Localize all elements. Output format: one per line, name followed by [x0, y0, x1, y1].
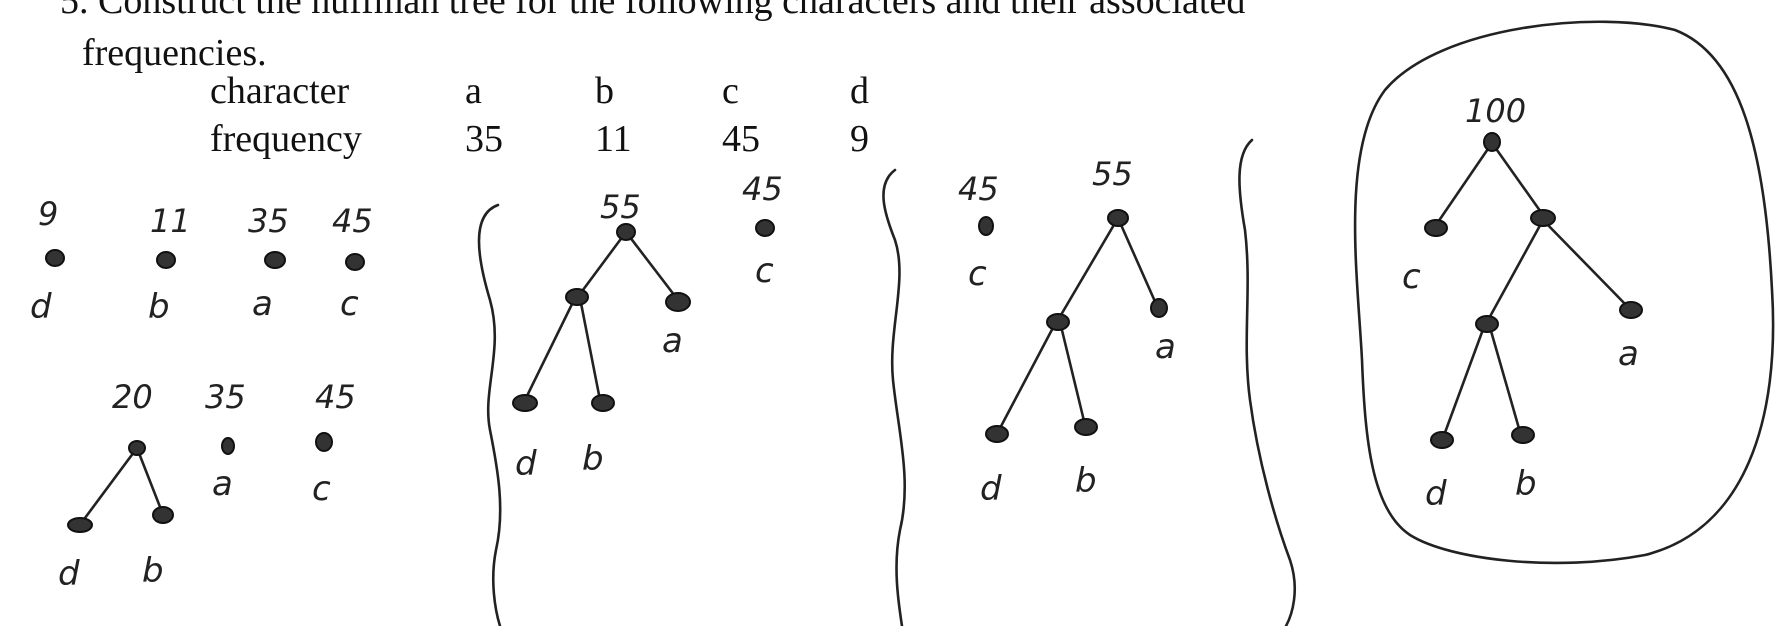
leaf-node — [156, 251, 176, 269]
character-label: c — [312, 469, 331, 509]
tree-edge — [1487, 322, 1522, 434]
leaf-node — [1430, 431, 1454, 449]
leaf-node — [315, 432, 333, 452]
row-label-frequency: frequency — [210, 118, 362, 160]
tree-edge — [1434, 141, 1494, 227]
character-cell: d — [850, 70, 869, 112]
leaf-node — [985, 425, 1009, 443]
divider-line — [1238, 138, 1297, 626]
leaf-node — [591, 394, 615, 412]
frequency-label: 9 — [38, 195, 58, 233]
leaf-node — [345, 253, 365, 271]
tree-edge — [1116, 216, 1159, 308]
frequency-label: 35 — [205, 378, 246, 416]
leaf-node — [665, 292, 691, 312]
root-node — [1483, 132, 1501, 152]
frequency-label: 35 — [248, 202, 289, 240]
character-label: a — [252, 284, 273, 324]
leaf-node — [264, 251, 286, 269]
frequency-label: 45 — [958, 170, 999, 208]
character-cell: c — [722, 70, 739, 112]
character-label: d — [980, 469, 1002, 509]
question-line-2: frequencies. — [82, 32, 267, 74]
leaf-node — [978, 216, 994, 236]
character-label: d — [30, 287, 52, 327]
internal-node — [1046, 313, 1070, 331]
step-initial-nodes: 9 11 35 45 d b a c — [30, 195, 373, 327]
leaf-node — [1424, 219, 1448, 237]
character-label: b — [142, 551, 164, 591]
internal-node — [565, 288, 589, 306]
character-label: a — [662, 321, 683, 361]
internal-node — [1530, 209, 1556, 227]
leaf-node — [1511, 426, 1535, 444]
frequency-label: 20 — [112, 378, 153, 416]
leaf-node — [1619, 301, 1643, 319]
tree-edge — [1441, 322, 1487, 440]
character-label: b — [1515, 464, 1537, 504]
leaf-node — [1150, 298, 1168, 318]
character-label: c — [968, 254, 987, 294]
leaf-node — [221, 437, 235, 455]
character-label: a — [212, 464, 233, 504]
character-label: d — [58, 554, 80, 594]
character-label: a — [1618, 334, 1639, 374]
character-label: d — [1425, 474, 1447, 514]
character-label: b — [1075, 461, 1097, 501]
internal-node — [128, 440, 146, 456]
leaf-node — [152, 506, 174, 524]
leaf-node — [1074, 418, 1098, 436]
frequency-label: 45 — [742, 170, 783, 208]
row-label-character: character — [210, 70, 350, 112]
circle-outline — [1353, 20, 1775, 565]
character-label: b — [582, 439, 604, 479]
frequency-cell: 45 — [722, 118, 760, 160]
frequency-cell: 11 — [595, 118, 632, 160]
frequency-label: 55 — [1092, 155, 1133, 193]
leaf-node — [45, 249, 65, 267]
frequency-label: 55 — [600, 188, 641, 226]
frequency-label: 45 — [332, 202, 373, 240]
tree-edge — [996, 320, 1058, 434]
step-merge-20-a: 55 45 a c d b — [512, 170, 783, 484]
question-line-1: 5. Construct the huffman tree for the fo… — [60, 0, 1246, 22]
character-label: c — [755, 251, 774, 291]
tree-edge — [624, 230, 680, 302]
tree-edge — [578, 296, 602, 402]
leaf-node — [67, 517, 93, 533]
frequency-label: 45 — [315, 378, 356, 416]
frequency-label: 100 — [1465, 92, 1526, 130]
frequency-label: 11 — [150, 202, 191, 240]
step-merge-d-b: 20 35 45 d b a c — [58, 378, 356, 594]
frequency-cell: 9 — [850, 118, 869, 160]
tree-edge — [135, 446, 164, 514]
frequency-cell: 35 — [465, 118, 503, 160]
internal-node — [1475, 315, 1499, 333]
final-huffman-tree: 100 c a d b — [1353, 20, 1775, 565]
character-label: a — [1155, 327, 1176, 367]
tree-edge — [1056, 216, 1120, 322]
leaf-node — [512, 394, 538, 412]
tree-edge — [1485, 218, 1545, 324]
step-merge-30-a: 45 55 c a d b — [958, 155, 1176, 509]
tree-edge — [1058, 320, 1087, 427]
internal-node — [1107, 209, 1129, 227]
character-label: c — [340, 284, 359, 324]
character-cell: a — [465, 70, 482, 112]
character-label: b — [148, 287, 170, 327]
internal-node — [616, 223, 636, 241]
tree-edge — [523, 296, 577, 402]
divider-line — [882, 168, 907, 626]
tree-edge — [80, 446, 139, 524]
divider-line — [477, 203, 502, 626]
character-cell: b — [595, 70, 614, 112]
tree-edge — [1490, 141, 1545, 217]
tree-edge — [575, 230, 628, 300]
character-label: d — [515, 444, 537, 484]
character-label: c — [1402, 257, 1421, 297]
leaf-node — [755, 219, 775, 237]
tree-edge — [1541, 218, 1631, 310]
